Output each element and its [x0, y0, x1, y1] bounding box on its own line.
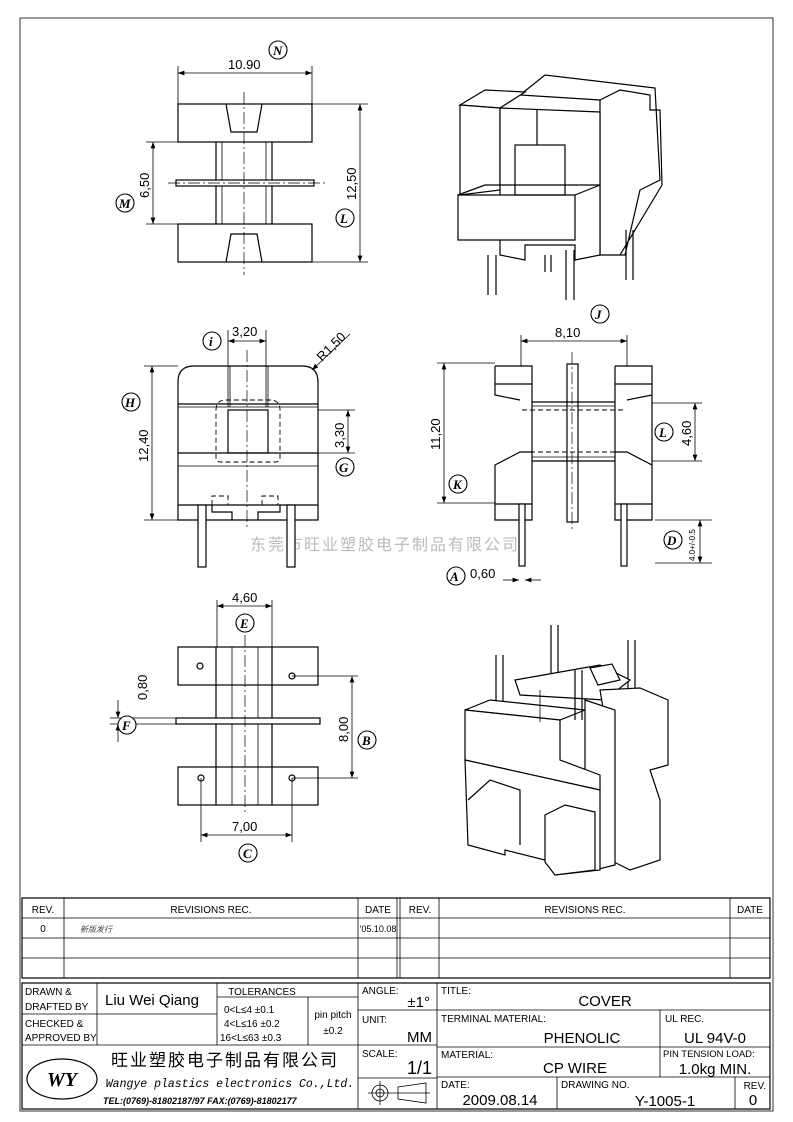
company-name-cn: 旺业塑胶电子制品有限公司	[111, 1051, 339, 1071]
dim-top-width: 10.90	[228, 57, 261, 72]
top-view: 10.90 N 12,50 L 6,50 M	[115, 40, 368, 275]
tolerance-3: 16<L≤63 ±0.3	[220, 1033, 282, 1044]
scale-label: SCALE:	[362, 1049, 398, 1060]
ref-M: M	[118, 196, 131, 211]
tolerance-1: 0<L≤4 ±0.1	[224, 1005, 275, 1016]
side-view: 8,10 J 11,20 K 4,60 L 4.0+/-0.5 D 0,60 A	[428, 304, 712, 586]
angle-label: ANGLE:	[362, 986, 399, 997]
dim-side-height: 11,20	[428, 418, 443, 450]
drawn-label-2: DRAFTED BY	[25, 1002, 89, 1013]
material-label: MATERIAL:	[441, 1050, 493, 1061]
rev-row-0-date: '05.10.08	[360, 924, 397, 934]
dim-bottom-core: 4,60	[232, 590, 257, 605]
ref-K: K	[452, 477, 463, 492]
title-label: TITLE:	[441, 986, 471, 997]
ref-i: i	[209, 334, 213, 349]
bottom-view: 4,60 E 0,80 F 8,00 B 7,00 C	[110, 590, 377, 863]
ref-N: N	[272, 43, 283, 58]
rev-header-1: REV.	[32, 905, 54, 916]
terminal-material-label: TERMINAL MATERIAL:	[441, 1014, 546, 1025]
company-logo: WY	[26, 1058, 98, 1100]
isometric-view-top	[457, 74, 663, 300]
ref-A: A	[449, 569, 459, 584]
dim-front-window: 3,30	[332, 423, 347, 448]
material-value: CP WIRE	[543, 1060, 607, 1077]
date-value: 2009.08.14	[462, 1092, 537, 1109]
ref-D: D	[666, 533, 677, 548]
dim-bottom-flange: 0,80	[135, 675, 150, 700]
dim-pin-length: 4.0+/-0.5	[688, 529, 697, 561]
tolerances-label: TOLERANCES	[228, 987, 296, 998]
rev-row-0-rev: 0	[40, 924, 46, 935]
scale-value: 1/1	[407, 1058, 432, 1078]
ref-L-side: L	[658, 425, 667, 440]
front-view: 3,20 i R1,50 12,40 H 3,30 G	[121, 324, 355, 568]
title-value: COVER	[578, 993, 632, 1010]
tolerance-2: 4<L≤16 ±0.2	[224, 1019, 280, 1030]
logo-text: WY	[47, 1069, 79, 1091]
dim-front-radius: R1,50	[314, 329, 349, 364]
ref-C: C	[243, 846, 252, 861]
dim-pin-dia: 0,60	[470, 566, 495, 581]
dim-front-height: 12,40	[136, 429, 151, 462]
ref-L: L	[339, 211, 348, 226]
dim-top-gap: 6,50	[137, 173, 152, 198]
checked-label-2: APPROVED BY	[25, 1033, 97, 1044]
ref-E: E	[239, 616, 249, 631]
pin-pitch-label: pin pitch	[314, 1010, 351, 1021]
unit-value: MM	[407, 1029, 432, 1046]
pin-tension-value: 1.0kg MIN.	[679, 1061, 752, 1078]
pin-pitch-value: ±0.2	[323, 1026, 343, 1037]
revisions-header-1: REVISIONS REC.	[170, 905, 251, 916]
ref-H: H	[124, 395, 136, 410]
drawing-no-value: Y-1005-1	[635, 1093, 695, 1110]
drawing-no-label: DRAWING NO.	[561, 1080, 630, 1091]
drawn-by: Liu Wei Qiang	[105, 992, 199, 1009]
ul-rec-value: UL 94V-0	[684, 1030, 746, 1047]
unit-label: UNIT:	[362, 1015, 387, 1026]
title-block: DRAWN & DRAFTED BY Liu Wei Qiang CHECKED…	[21, 982, 771, 1110]
date-header-2: DATE	[737, 905, 763, 916]
rev-label: REV.	[744, 1081, 766, 1092]
checked-label-1: CHECKED &	[25, 1019, 84, 1030]
dim-side-core: 4,60	[679, 421, 694, 446]
terminal-material-value: PHENOLIC	[544, 1030, 621, 1047]
dim-top-height: 12,50	[344, 167, 359, 200]
ref-J: J	[594, 307, 602, 322]
revision-table: REV. REVISIONS REC. DATE REV. REVISIONS …	[21, 897, 771, 979]
pin-tension-label: PIN TENSION LOAD:	[663, 1049, 755, 1060]
isometric-view-bottom	[464, 625, 669, 876]
date-label: DATE:	[441, 1080, 470, 1091]
dim-front-slot: 3,20	[232, 324, 257, 339]
rev-value: 0	[749, 1092, 757, 1109]
drawing-frame	[19, 17, 774, 1112]
ref-B: B	[361, 733, 371, 748]
ref-G: G	[339, 460, 349, 475]
watermark: 东莞市旺业塑胶电子制品有限公司	[250, 536, 520, 554]
dim-bottom-pitch-h: 7,00	[232, 819, 257, 834]
dim-side-width: 8,10	[555, 325, 580, 340]
angle-value: ±1°	[407, 994, 430, 1011]
rev-row-0-rec: 新版发行	[80, 925, 113, 934]
ref-F: F	[121, 718, 131, 733]
drawn-label-1: DRAWN &	[25, 987, 72, 998]
revisions-header-2: REVISIONS REC.	[544, 905, 625, 916]
rev-header-2: REV.	[409, 905, 431, 916]
company-contact: TEL:(0769)-81802187/97 FAX:(0769)-818021…	[103, 1096, 298, 1106]
date-header-1: DATE	[365, 905, 391, 916]
company-name-en: Wangye plastics electronics Co.,Ltd.	[106, 1078, 354, 1091]
dim-bottom-pitch-v: 8,00	[336, 717, 351, 742]
ul-rec-label: UL REC.	[665, 1014, 704, 1025]
projection-symbol-icon	[368, 1081, 430, 1105]
